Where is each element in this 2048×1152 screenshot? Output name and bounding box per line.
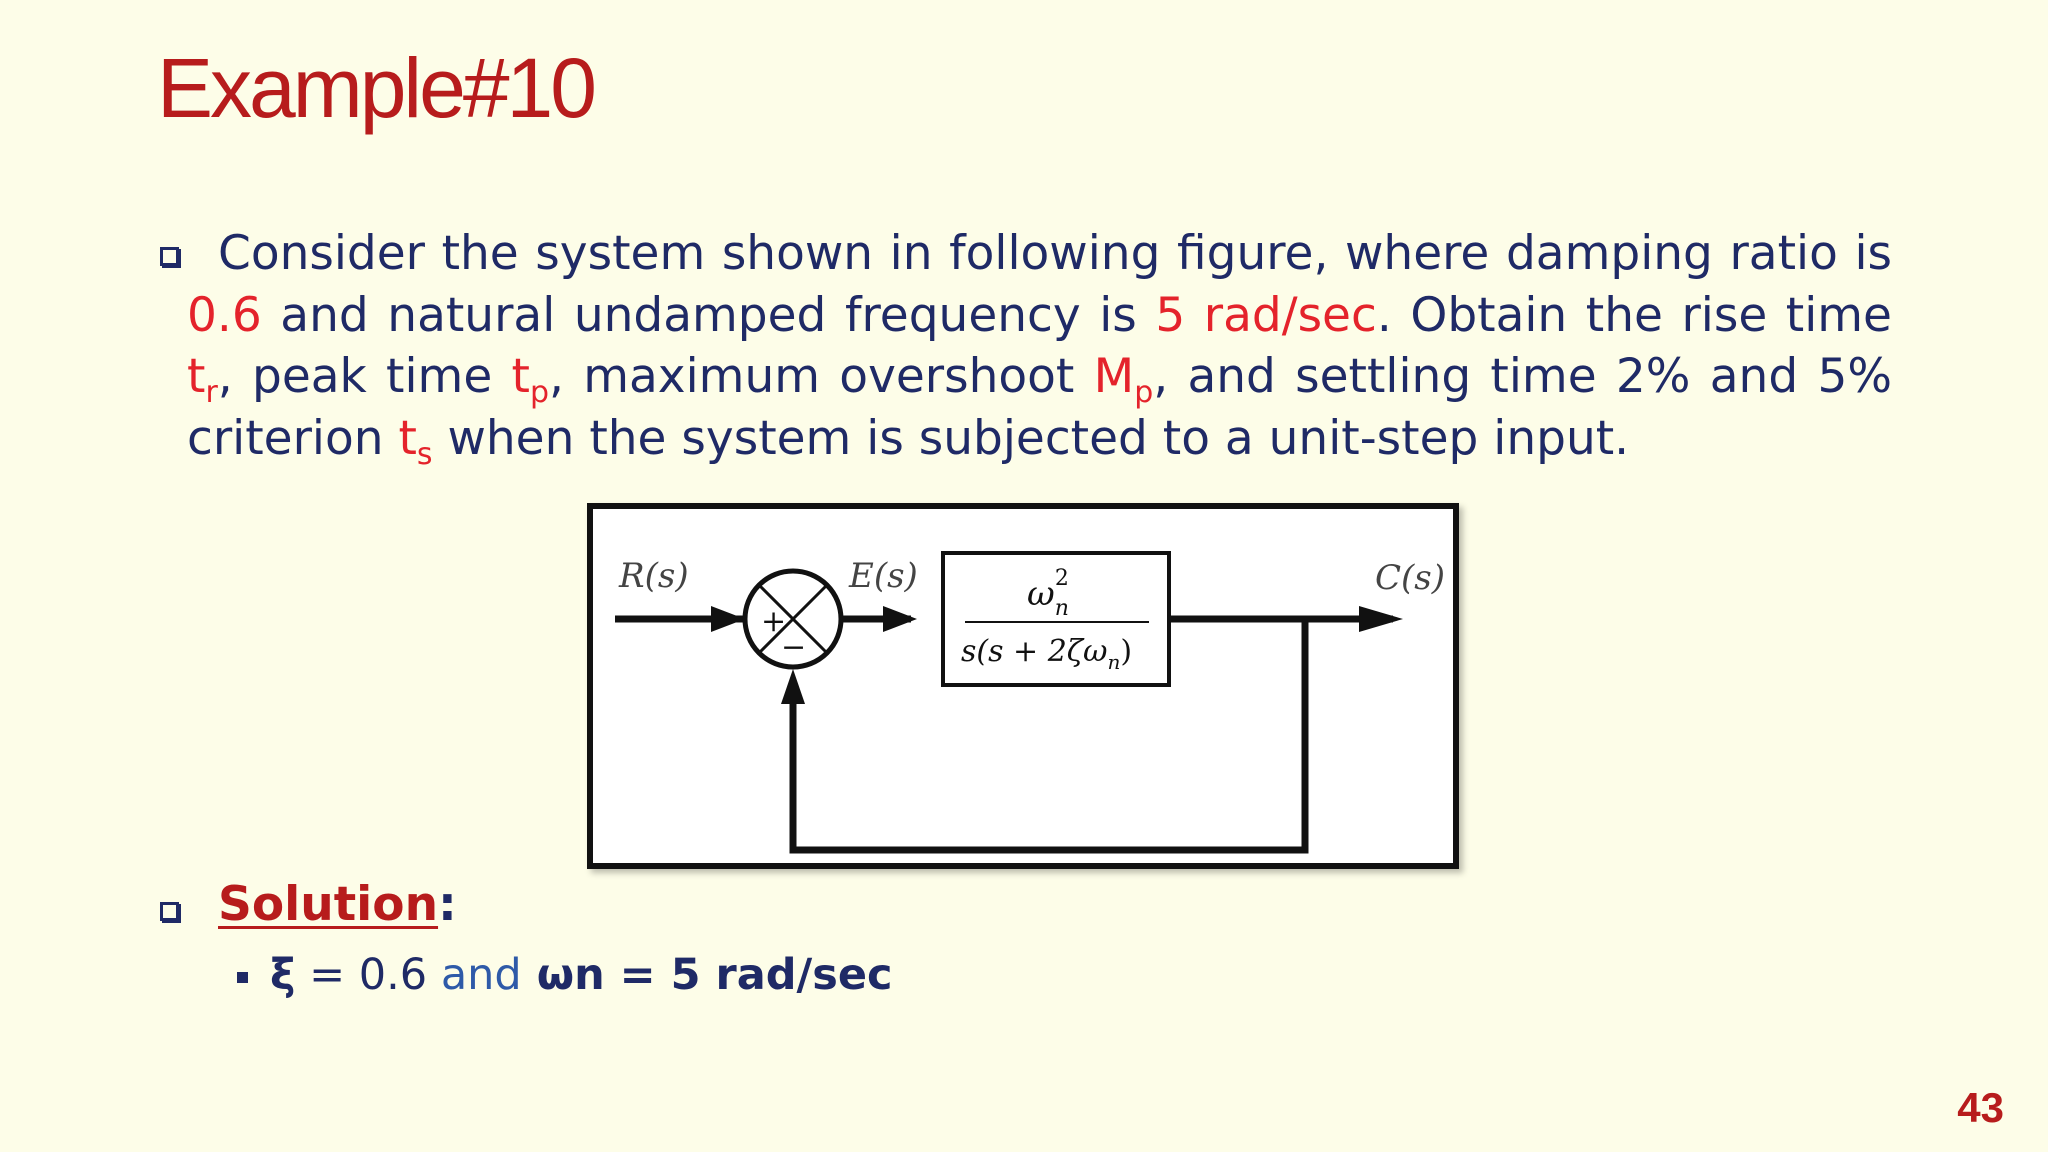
rise-time-sub: r (205, 375, 218, 410)
tf-numerator-omega: ω (1027, 574, 1055, 614)
settling-time-symbol: ts (398, 410, 432, 470)
feedback-arrowhead-icon (781, 669, 805, 704)
summing-cross-line-b (757, 583, 829, 655)
tf-denominator: s(s + 2ζωn) (961, 634, 1132, 674)
error-label: E(s) (848, 556, 918, 596)
damping-ratio-value: 0.6 (187, 287, 262, 343)
peak-time-symbol: tp (511, 349, 549, 408)
xi-value: = 0.6 (295, 950, 441, 1000)
bullet-checkbox-icon (160, 902, 179, 921)
tf-denominator-n: n (1108, 650, 1121, 674)
transfer-function-block (941, 551, 1171, 687)
solution-colon: : (438, 877, 457, 932)
input-arrowhead-icon (711, 606, 745, 632)
minus-sign: − (781, 630, 806, 665)
feedback-path-line (789, 619, 1309, 854)
bullet-checkbox-icon (160, 247, 179, 266)
max-overshoot-sub: p (1134, 375, 1154, 410)
block-diagram-svg: + − ωn2 s(s + 2ζωn) R(s) E(s) C(s) (615, 551, 1445, 854)
solution-label: Solution (218, 877, 439, 932)
plus-sign: + (761, 604, 786, 639)
rise-time-base: t (187, 349, 206, 404)
given-values: ξ = 0.6 and ωn = 5 rad/sec (270, 950, 893, 1000)
problem-text-4: , peak time (217, 349, 512, 404)
max-overshoot-base: M (1093, 349, 1135, 404)
wn-expression: ωn = 5 rad/sec (521, 950, 893, 1000)
problem-text-3: . Obtain the rise time (1376, 287, 1892, 343)
output-arrowhead-icon (1359, 606, 1403, 632)
square-bullet-icon (237, 972, 248, 983)
max-overshoot-symbol: Mp (1093, 349, 1154, 408)
tf-numerator-n: n (1055, 596, 1069, 621)
natural-frequency-value: 5 rad/sec (1155, 287, 1377, 343)
input-label: R(s) (618, 556, 689, 596)
tf-numerator: ωn 2 (1027, 566, 1069, 621)
slide-title: Example#10 (157, 41, 597, 135)
xi-symbol: ξ (270, 950, 296, 1000)
problem-text-7: when the system is subjected to a unit-s… (432, 410, 1630, 466)
solution-heading: Solution: (218, 877, 457, 932)
peak-time-sub: p (529, 375, 549, 410)
and-word: and (440, 950, 522, 1000)
settling-time-sub: s (416, 436, 433, 472)
tf-numerator-squared: 2 (1055, 566, 1069, 591)
error-arrowhead-icon (883, 606, 917, 632)
block-diagram: + − ωn2 s(s + 2ζωn) R(s) E(s) C(s) (587, 503, 1459, 869)
tf-denominator-main: s(s + 2ζω (961, 634, 1108, 669)
settling-time-base: t (398, 410, 417, 466)
peak-time-base: t (511, 349, 530, 404)
rise-time-symbol: tr (187, 349, 218, 408)
problem-text-6: , and settling time 2% and 5% criterion (187, 349, 1892, 466)
problem-text-5: , maximum overshoot (549, 349, 1094, 404)
page-number: 43 (1957, 1084, 2004, 1131)
problem-text-2: and natural undamped frequency is (261, 287, 1156, 343)
tf-denominator-paren: ) (1120, 634, 1132, 669)
problem-text-1: Consider the system shown in following f… (218, 226, 1892, 281)
problem-statement: Consider the system shown in following f… (187, 223, 1892, 469)
output-label: C(s) (1375, 558, 1445, 598)
